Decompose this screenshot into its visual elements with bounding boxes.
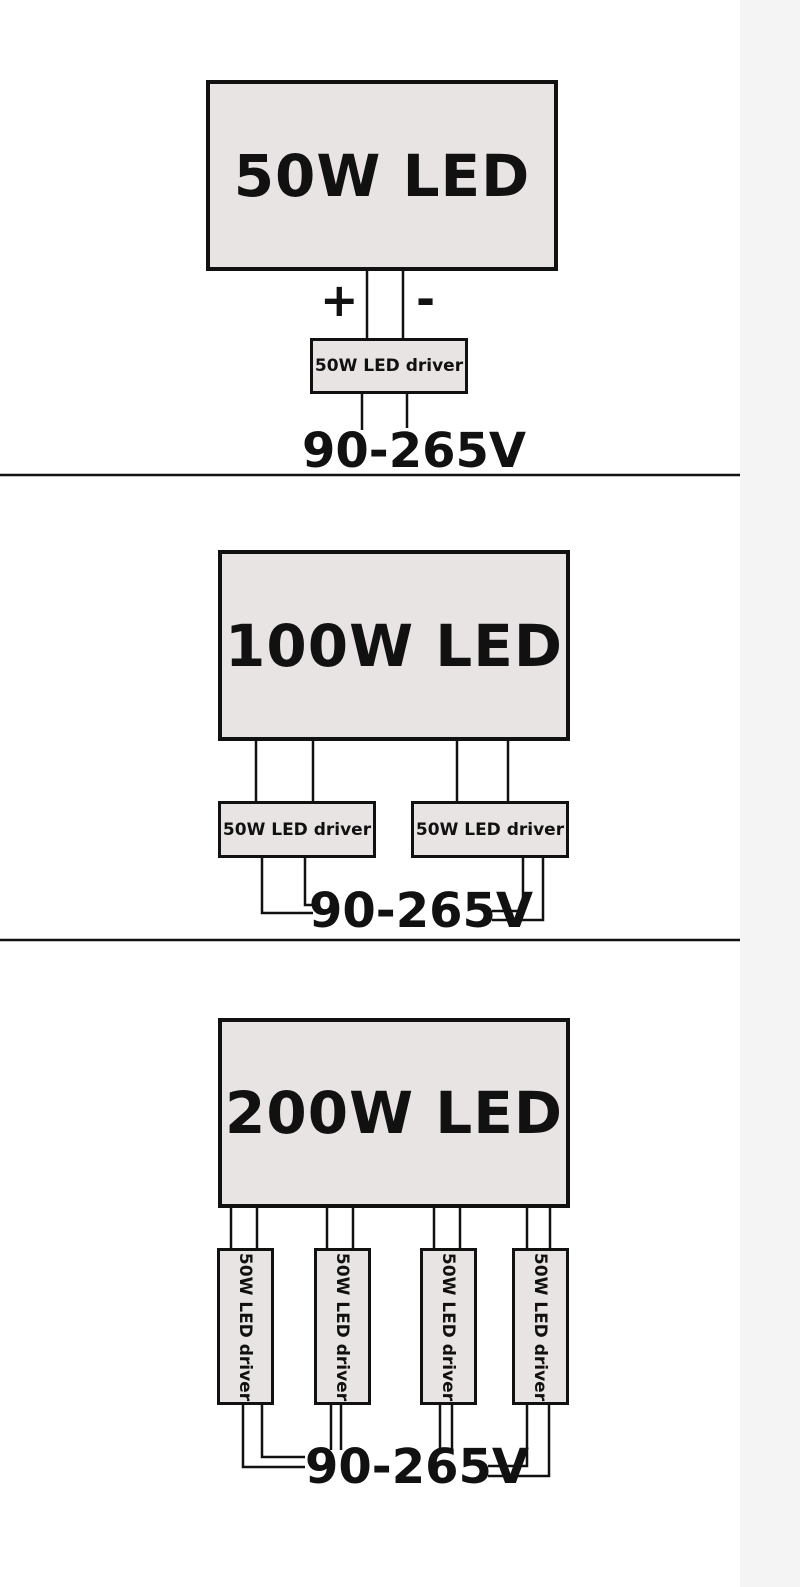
input-voltage-label: 90-265V (302, 423, 527, 479)
input-voltage-label: 90-265V (309, 883, 534, 939)
led-50w-box: 50W LED (206, 80, 558, 271)
led-100w-box: 100W LED (218, 550, 570, 741)
wire (303, 857, 313, 907)
driver-label: 50W LED driver (222, 819, 372, 840)
wire (260, 857, 313, 915)
led-driver: 50W LED driver (217, 1248, 274, 1405)
negative-sign: - (416, 272, 436, 326)
wire (492, 857, 545, 922)
led-label: 200W LED (225, 1079, 563, 1147)
driver-label: 50W LED driver (314, 356, 464, 376)
wire (488, 1404, 529, 1468)
input-voltage-label: 90-265V (305, 1439, 530, 1495)
led-driver: 50W LED driver (218, 801, 376, 858)
wire (241, 1404, 305, 1469)
led-label: 100W LED (225, 611, 563, 680)
led-driver: 50W LED driver (310, 338, 468, 394)
driver-label: 50W LED driver (332, 1252, 353, 1401)
driver-label: 50W LED driver (530, 1252, 551, 1401)
driver-label: 50W LED driver (438, 1252, 459, 1401)
driver-label: 50W LED driver (415, 819, 565, 840)
driver-label: 50W LED driver (235, 1252, 256, 1401)
wire (260, 1404, 305, 1459)
positive-sign: + (320, 273, 359, 327)
right-margin (740, 0, 800, 1587)
led-200w-box: 200W LED (218, 1018, 570, 1208)
led-driver: 50W LED driver (420, 1248, 477, 1405)
wire (488, 1404, 551, 1478)
wire (492, 857, 525, 913)
led-driver: 50W LED driver (512, 1248, 569, 1405)
led-driver: 50W LED driver (314, 1248, 371, 1405)
led-driver: 50W LED driver (411, 801, 569, 858)
led-label: 50W LED (233, 141, 531, 210)
